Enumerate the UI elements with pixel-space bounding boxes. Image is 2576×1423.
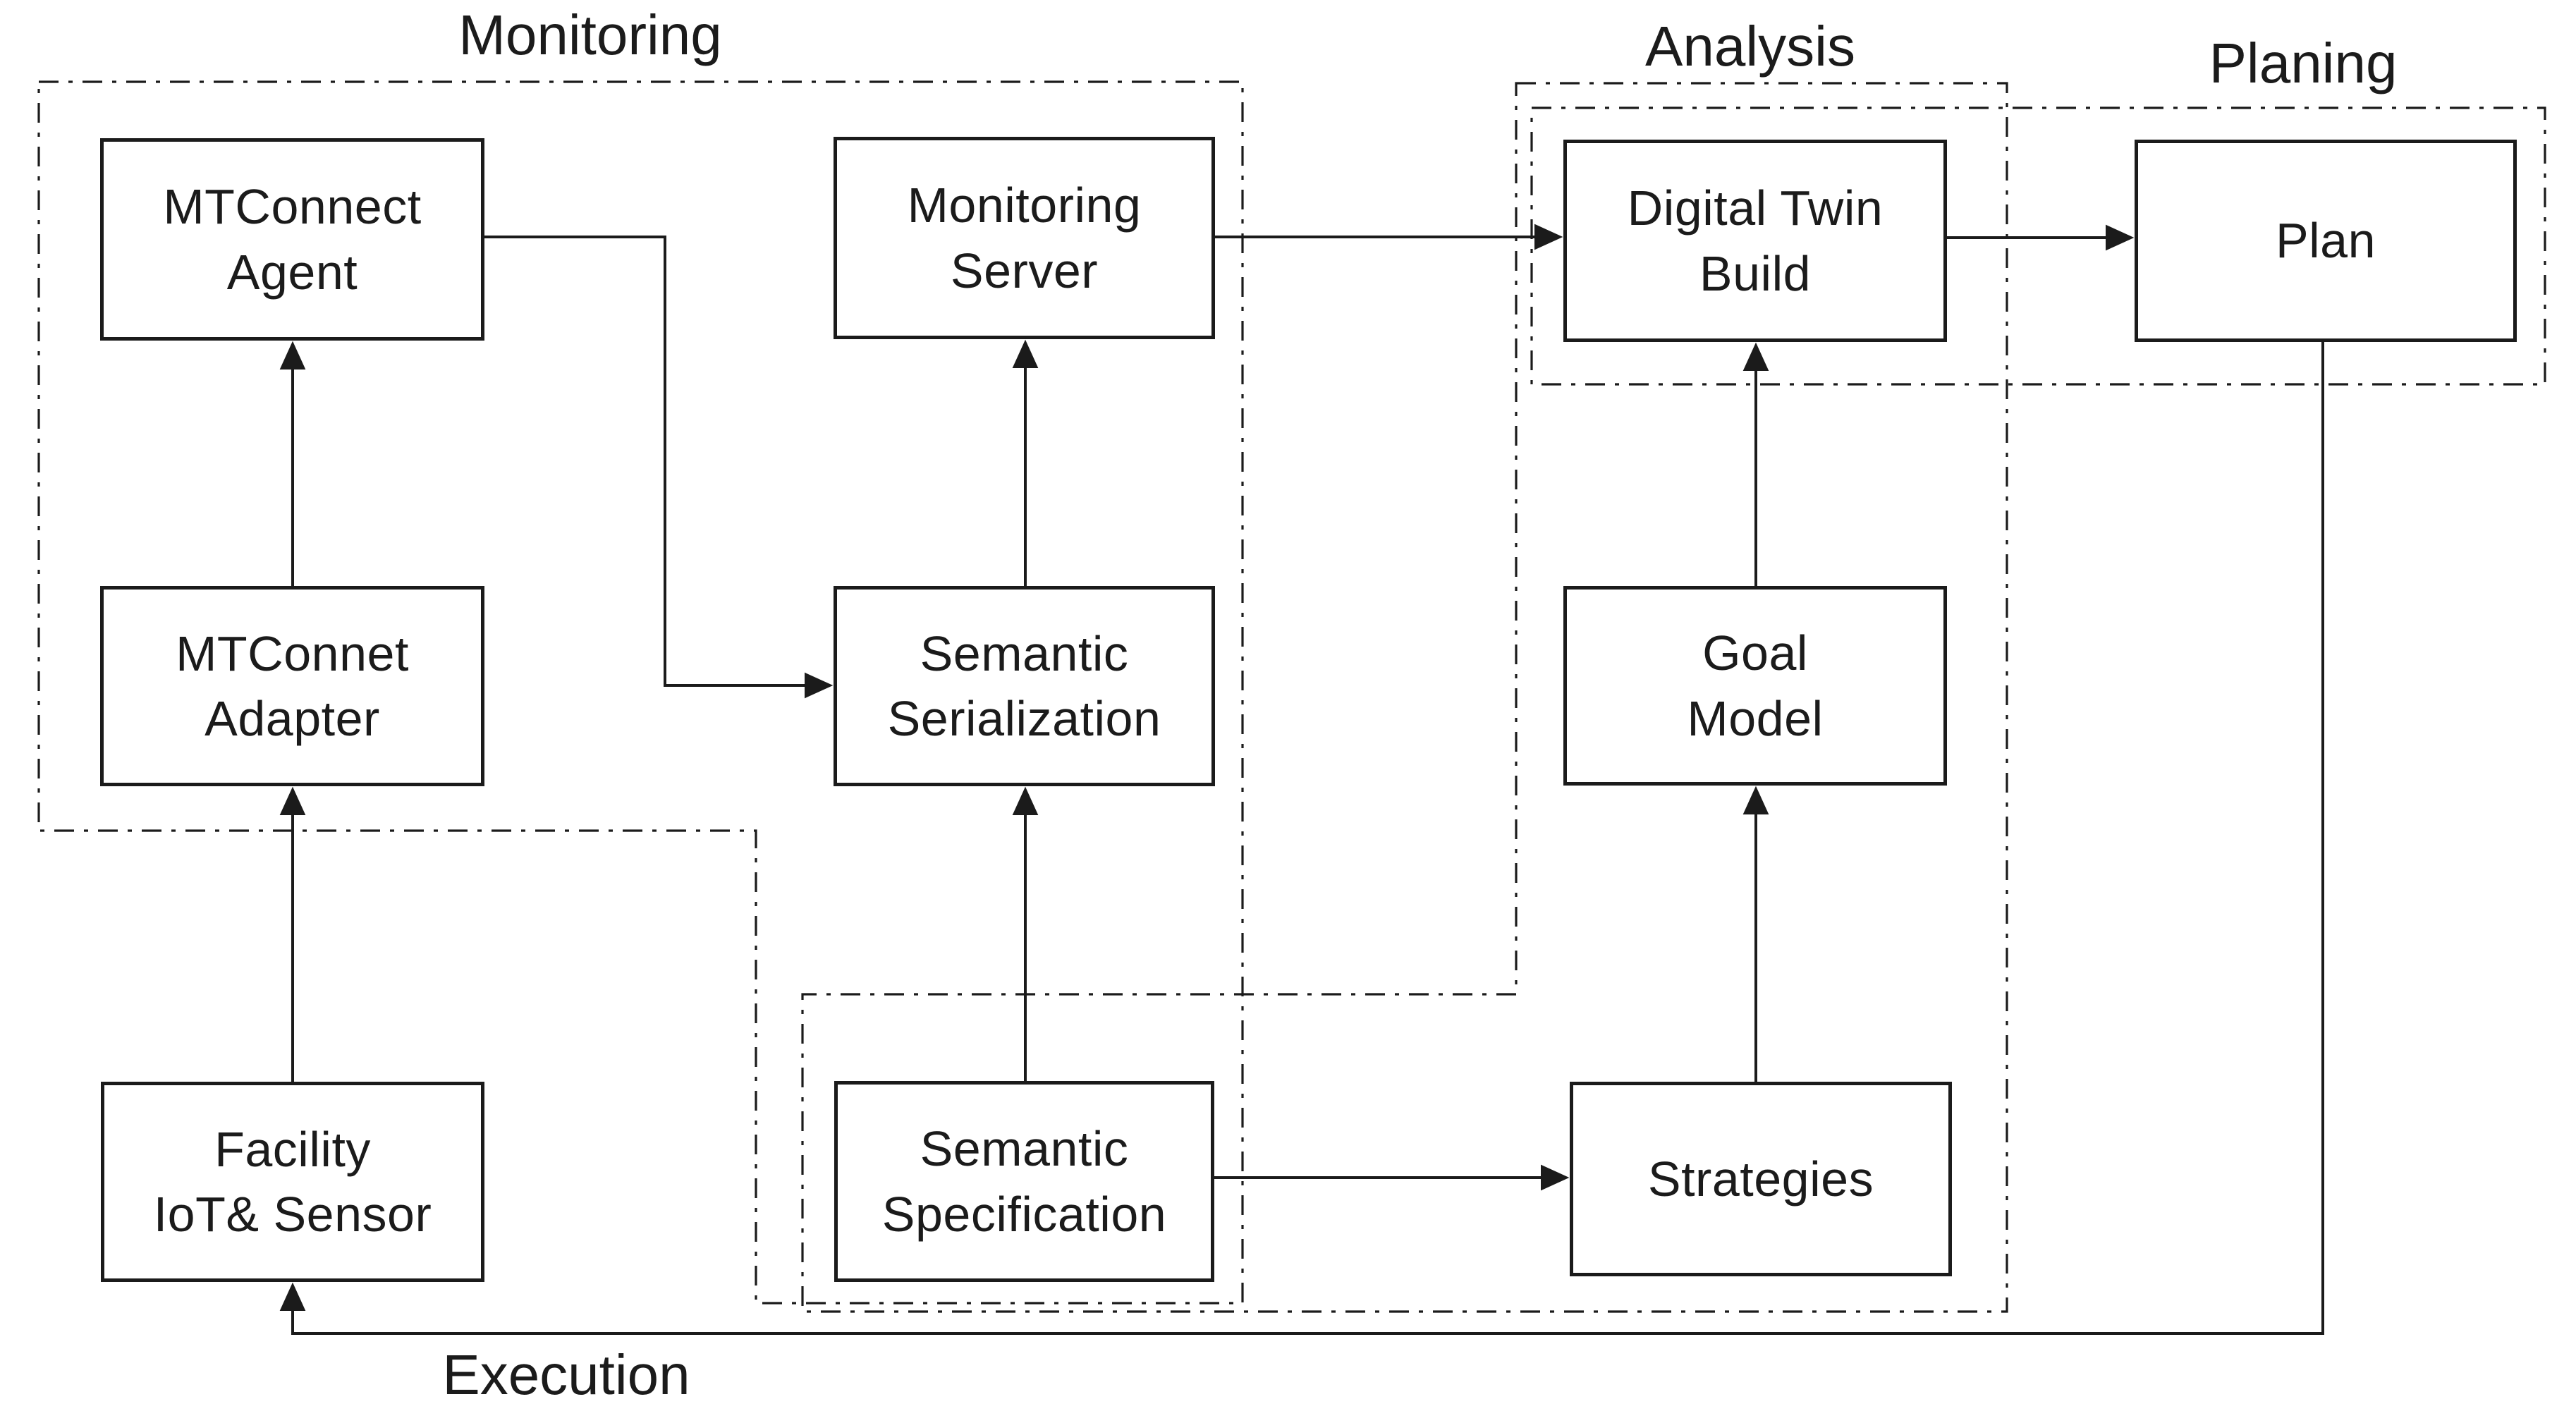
node-mtconnect-agent-label: MTConnect Agent <box>163 179 422 300</box>
region-label-planing: Planing <box>2209 32 2398 94</box>
node-strategies-label: Strategies <box>1647 1151 1874 1207</box>
node-semantic-serialization[interactable]: Semantic Serialization <box>834 586 1215 786</box>
node-mtconnet-adapter[interactable]: MTConnet Adapter <box>100 586 484 786</box>
node-plan-label: Plan <box>2275 213 2376 269</box>
region-label-analysis: Analysis <box>1645 15 1855 78</box>
node-digital-twin-build-label: Digital Twin Build <box>1627 181 1884 301</box>
node-semantic-specification[interactable]: Semantic Specification <box>834 1081 1214 1282</box>
node-facility-iot-sensor[interactable]: Facility IoT& Sensor <box>101 1082 484 1282</box>
edge-plan-to-facility-execution <box>279 342 2324 1335</box>
node-plan[interactable]: Plan <box>2135 140 2517 342</box>
node-facility-iot-sensor-label: Facility IoT& Sensor <box>153 1121 432 1242</box>
node-goal-model-label: Goal Model <box>1687 625 1824 746</box>
edge-agent-to-serialization <box>484 236 834 699</box>
region-planing-outline <box>1530 106 2546 386</box>
node-monitoring-server[interactable]: Monitoring Server <box>834 137 1215 339</box>
node-goal-model[interactable]: Goal Model <box>1563 586 1947 786</box>
node-mtconnect-agent[interactable]: MTConnect Agent <box>100 138 484 341</box>
region-analysis-outline <box>801 82 2008 1313</box>
node-semantic-serialization-label: Semantic Serialization <box>887 625 1161 746</box>
node-digital-twin-build[interactable]: Digital Twin Build <box>1563 140 1947 342</box>
region-label-monitoring: Monitoring <box>458 4 722 66</box>
region-label-execution: Execution <box>442 1343 690 1406</box>
node-monitoring-server-label: Monitoring Server <box>907 178 1142 298</box>
node-mtconnet-adapter-label: MTConnet Adapter <box>176 625 409 746</box>
node-semantic-specification-label: Semantic Specification <box>881 1121 1167 1242</box>
node-strategies[interactable]: Strategies <box>1570 1082 1952 1276</box>
